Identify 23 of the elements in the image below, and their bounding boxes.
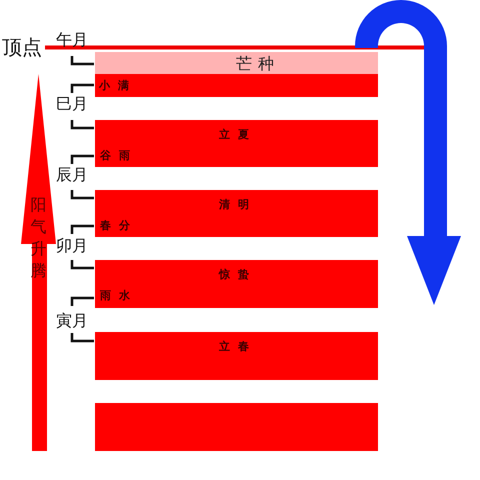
month-label: 辰月 — [56, 166, 88, 184]
term-label: 立夏 — [219, 128, 257, 141]
term-label: 小满 — [99, 79, 137, 92]
apex-label: 顶点 — [2, 36, 42, 58]
highlighted-bar — [95, 52, 378, 74]
solar-term-bar — [95, 403, 378, 451]
term-label: 立春 — [219, 340, 257, 353]
term-label: 谷雨 — [100, 149, 138, 162]
term-label: 雨水 — [100, 289, 138, 302]
solar-term-bar — [95, 332, 378, 380]
term-label: 清明 — [219, 198, 257, 211]
solar-term-bar — [95, 260, 378, 308]
month-label: 寅月 — [56, 312, 88, 330]
solar-term-bar — [95, 74, 378, 97]
rising-arrow — [20, 74, 57, 452]
solar-term-bar — [95, 190, 378, 237]
month-label: 卯月 — [56, 237, 88, 255]
month-label: 午月 — [56, 31, 88, 49]
term-label: 春分 — [100, 219, 138, 232]
month-label: 巳月 — [56, 95, 88, 113]
solar-term-bar — [95, 120, 378, 167]
term-label: 惊蛰 — [219, 268, 257, 281]
term-label: 芒种 — [236, 55, 280, 72]
